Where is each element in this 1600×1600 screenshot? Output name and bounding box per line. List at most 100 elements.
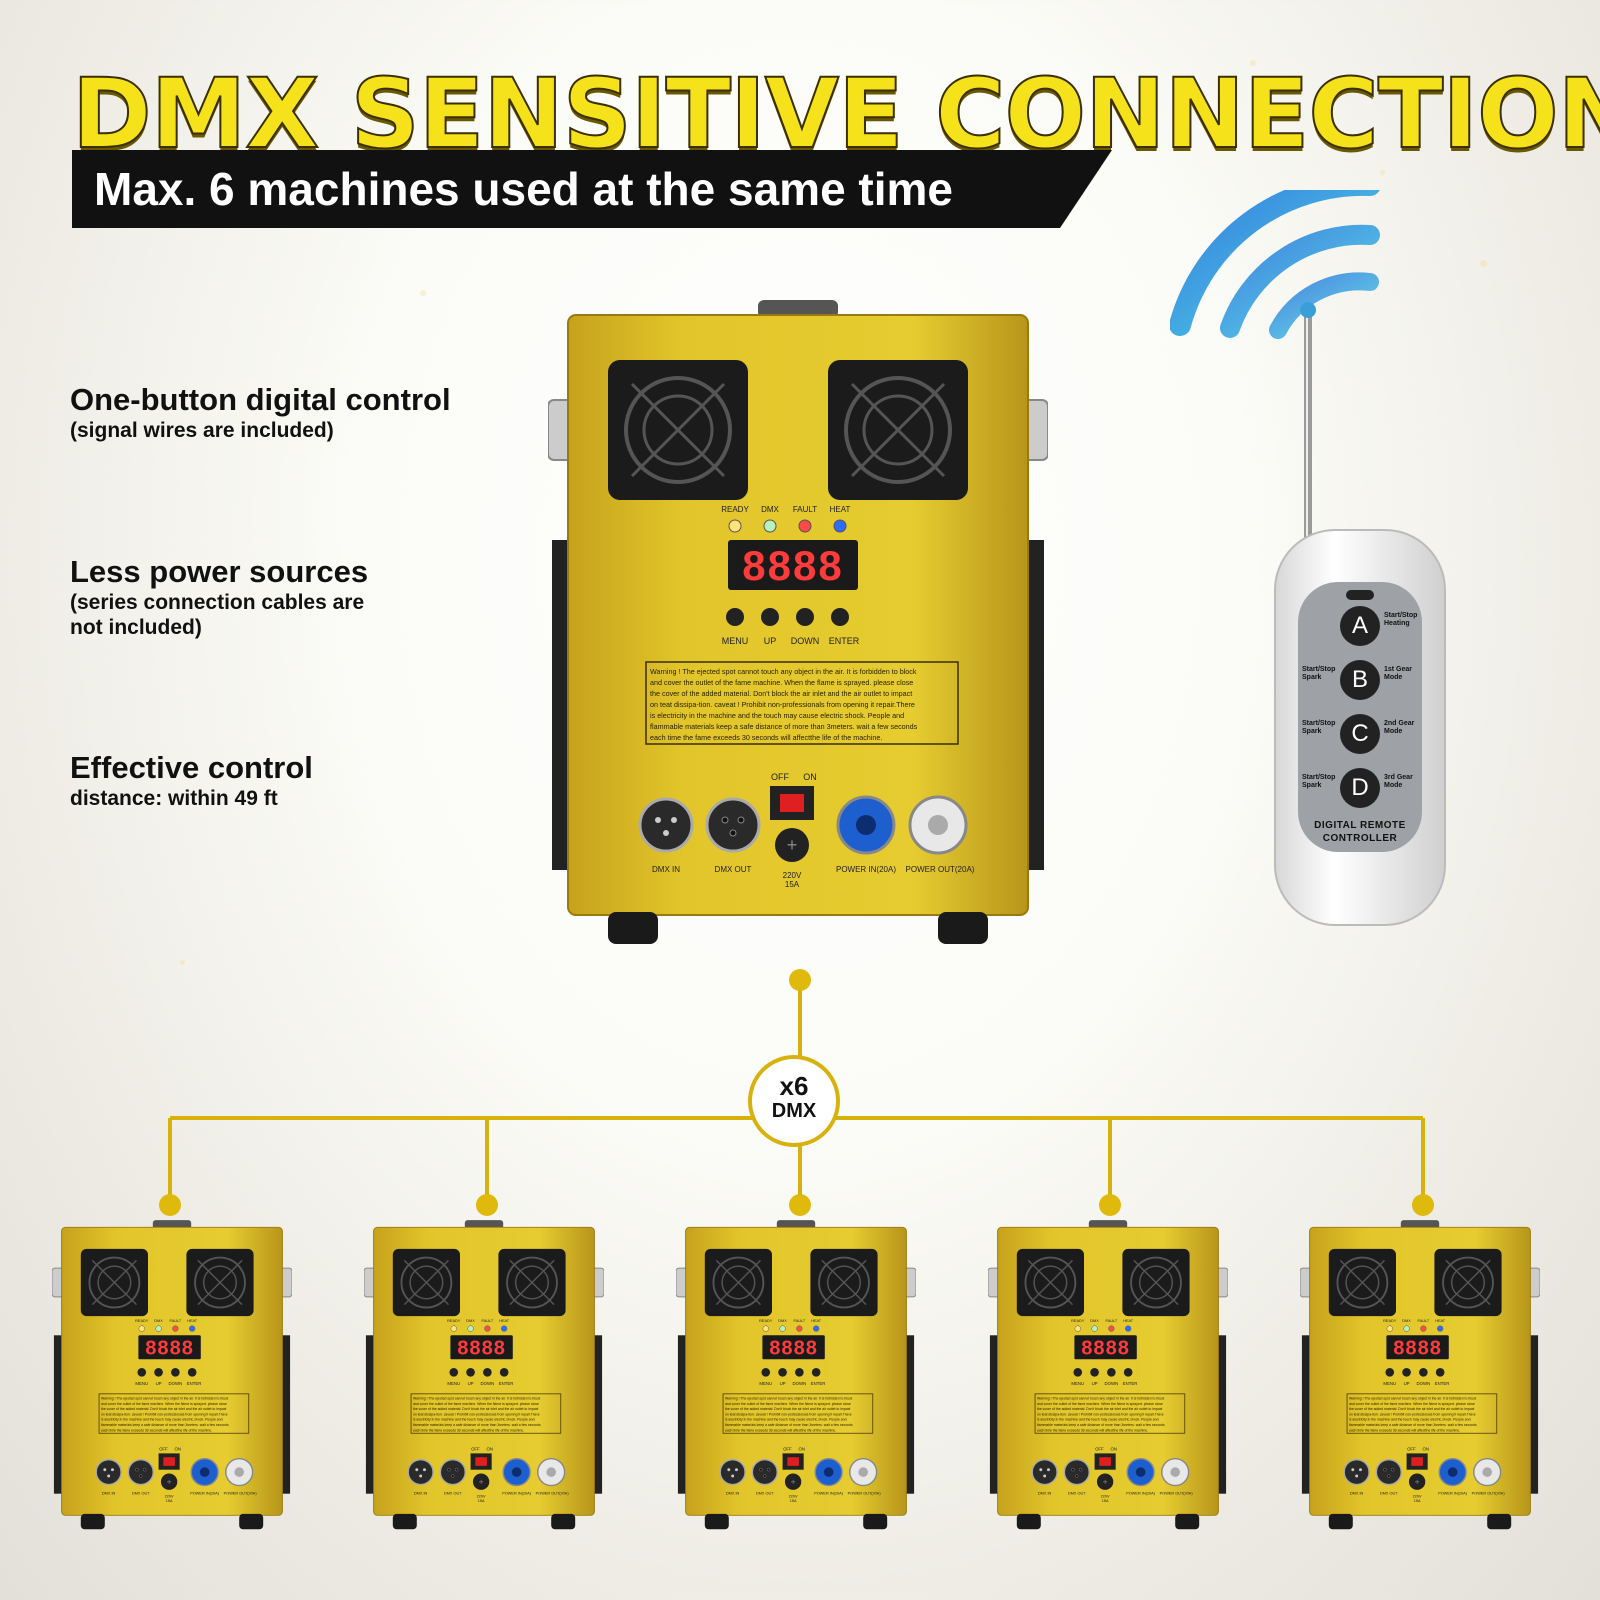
feature-subtitle: (signal wires are included)	[70, 419, 334, 442]
feature-title: Effective control	[70, 750, 313, 785]
background-spark	[1380, 170, 1385, 175]
control-button-label: MENU	[759, 1381, 772, 1386]
warning-text-line: on teat dissipa-tion. caveat ! Prohibit …	[1037, 1412, 1164, 1416]
warning-text-line: the cover of the added material. Don't b…	[650, 689, 912, 698]
remote-brand-line1: DIGITAL REMOTE	[1314, 820, 1406, 831]
svg-text:+: +	[1103, 1477, 1108, 1487]
control-button-label: DOWN	[1105, 1381, 1119, 1386]
control-button-label: UP	[1404, 1381, 1410, 1386]
indicator-label: FAULT	[793, 505, 817, 514]
indicator-label: DMX	[778, 1319, 787, 1323]
port-label-dmx-in: DMX IN	[1038, 1492, 1052, 1496]
warning-text-line: the cover of the added material. Don't b…	[413, 1407, 538, 1411]
port-label-voltage: 220V	[477, 1495, 486, 1499]
subheadline-banner: Max. 6 machines used at the same time	[72, 150, 1112, 228]
feature-3: Effective control distance: within 49 ft	[70, 750, 313, 811]
led-display: 8888	[457, 1338, 506, 1360]
remote-key-c[interactable]: C	[1340, 714, 1380, 754]
port-label-dmx-in: DMX IN	[726, 1492, 740, 1496]
switch-off-label: OFF	[159, 1447, 168, 1452]
control-button-label: ENTER	[1435, 1381, 1450, 1386]
switch-off-label: OFF	[1407, 1447, 1416, 1452]
warning-text-line: flammable materials keep a safe distance…	[101, 1423, 229, 1427]
indicator-label: READY	[135, 1319, 149, 1323]
background-spark	[1480, 260, 1487, 267]
warning-text-line: on teat dissipa-tion. caveat ! Prohibit …	[101, 1412, 228, 1416]
remote-label-a-right: Start/Stop Heating	[1384, 612, 1418, 627]
remote-label-d-left: Start/Stop Spark	[1302, 774, 1336, 789]
warning-text-line: Warning ! The ejected spot cannot touch …	[725, 1397, 853, 1401]
led-display: 8888	[1081, 1338, 1130, 1360]
control-button-label: MENU	[1071, 1381, 1084, 1386]
indicator-label: DMX	[1090, 1319, 1099, 1323]
warning-text-line: each time the fame exceeds 30 seconds wi…	[725, 1428, 836, 1432]
port-label-power-in: POWER IN(20A)	[502, 1492, 531, 1496]
port-label-dmx-out: DMX OUT	[1068, 1492, 1086, 1496]
port-label-dmx-out: DMX OUT	[1380, 1492, 1398, 1496]
control-button-label: ENTER	[1123, 1381, 1138, 1386]
control-button-label: UP	[468, 1381, 474, 1386]
warning-text-line: and cover the outlet of the fame machine…	[725, 1402, 851, 1406]
indicator-label: FAULT	[170, 1319, 182, 1323]
warning-text-line: each time the fame exceeds 30 seconds wi…	[1037, 1428, 1148, 1432]
svg-text:+: +	[787, 835, 798, 855]
warning-text-line: Warning ! The ejected spot cannot touch …	[650, 667, 917, 676]
remote-key-a[interactable]: A	[1340, 606, 1380, 646]
indicator-label: FAULT	[482, 1319, 494, 1323]
warning-text-line: is electricity in the machine and the to…	[650, 711, 904, 720]
port-label-power-out: POWER OUT(20A)	[1160, 1492, 1194, 1496]
switch-off-label: OFF	[771, 772, 789, 782]
feature-subtitle: (series connection cables are	[70, 591, 365, 614]
warning-text-line: flammable materials keep a safe distance…	[1037, 1423, 1165, 1427]
main-flame-machine: READY DMX FAULT HEAT 8888 MENU UP DOWN E…	[548, 300, 1048, 960]
port-label-dmx-out: DMX OUT	[132, 1492, 150, 1496]
indicator-label: HEAT	[187, 1319, 198, 1323]
port-label-power-out: POWER OUT(20A)	[1472, 1492, 1506, 1496]
port-label-power-out: POWER OUT(20A)	[536, 1492, 570, 1496]
indicator-label: DMX	[154, 1319, 163, 1323]
port-label-voltage: 220V	[783, 871, 802, 880]
port-label-power-out: POWER OUT(20A)	[906, 865, 975, 874]
control-button-label: ENTER	[811, 1381, 826, 1386]
background-spark	[1250, 60, 1256, 66]
warning-text-line: Warning ! The ejected spot cannot touch …	[413, 1397, 541, 1401]
svg-text:+: +	[479, 1477, 484, 1487]
slave-machine-5: READY DMX FAULT HEAT 8888 MENU UP DOWN E…	[1300, 1220, 1540, 1537]
warning-text-line: each time the fame exceeds 30 seconds wi…	[1349, 1428, 1460, 1432]
control-button-label: DOWN	[793, 1381, 807, 1386]
indicator-label: READY	[1383, 1319, 1397, 1323]
led-display: 8888	[769, 1338, 818, 1360]
port-label-dmx-in: DMX IN	[652, 865, 680, 874]
multiplier-text: x6	[779, 1071, 809, 1101]
warning-text-line: and cover the outlet of the fame machine…	[101, 1402, 227, 1406]
remote-key-b[interactable]: B	[1340, 660, 1380, 700]
port-label-amperage: 15A	[790, 1499, 797, 1503]
port-label-power-in: POWER IN(20A)	[1126, 1492, 1155, 1496]
warning-text-line: flammable materials keep a safe distance…	[1349, 1423, 1477, 1427]
warning-text-line: flammable materials keep a safe distance…	[413, 1423, 541, 1427]
control-button-label: DOWN	[169, 1381, 183, 1386]
switch-on-label: ON	[175, 1447, 181, 1452]
port-label-power-in: POWER IN(20A)	[1438, 1492, 1467, 1496]
control-button-label: DOWN	[1417, 1381, 1431, 1386]
warning-text-line: Warning ! The ejected spot cannot touch …	[1349, 1397, 1477, 1401]
warning-text-line: Warning ! The ejected spot cannot touch …	[101, 1397, 229, 1401]
warning-text-line: the cover of the added material. Don't b…	[1349, 1407, 1474, 1411]
dmx-label: DMX	[771, 1100, 817, 1122]
remote-key-d[interactable]: D	[1340, 768, 1380, 808]
port-label-amperage: 15A	[166, 1499, 173, 1503]
feature-subtitle: not included)	[70, 616, 202, 639]
subheadline-text: Max. 6 machines used at the same time	[94, 163, 954, 215]
warning-text-line: and cover the outlet of the fame machine…	[413, 1402, 539, 1406]
indicator-label: READY	[759, 1319, 773, 1323]
indicator-label: READY	[1071, 1319, 1085, 1323]
port-label-dmx-out: DMX OUT	[715, 865, 752, 874]
warning-text-line: the cover of the added material. Don't b…	[1037, 1407, 1162, 1411]
warning-text-line: the cover of the added material. Don't b…	[101, 1407, 226, 1411]
port-label-power-out: POWER OUT(20A)	[848, 1492, 882, 1496]
port-label-voltage: 220V	[1101, 1495, 1110, 1499]
indicator-label: HEAT	[1123, 1319, 1134, 1323]
digital-remote-controller: A B C D Start/Stop Heating Start/Stop Sp…	[1270, 300, 1480, 945]
remote-brand-line2: CONTROLLER	[1322, 833, 1398, 844]
indicator-label: FAULT	[794, 1319, 806, 1323]
